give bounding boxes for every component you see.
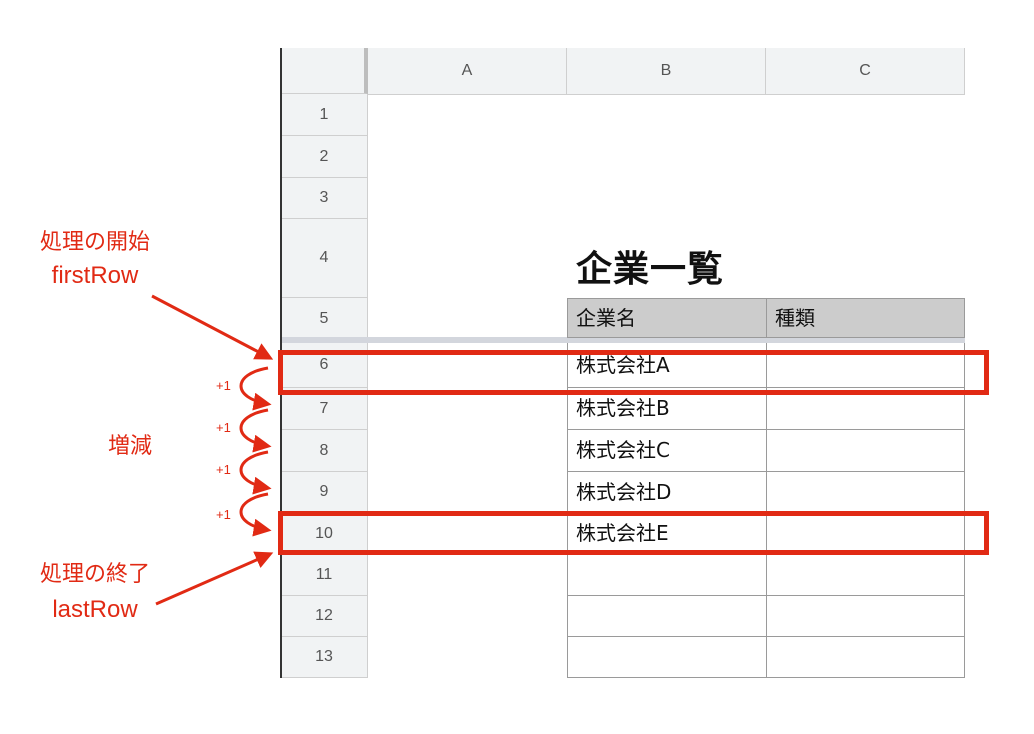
increment-label-3: +1	[216, 462, 231, 477]
frozen-row-divider[interactable]	[280, 337, 965, 343]
row-header-9[interactable]: 9	[280, 472, 368, 513]
last-row-label: lastRow	[52, 596, 138, 623]
company-cell-13[interactable]	[567, 637, 767, 678]
row-header-12[interactable]: 12	[280, 596, 368, 637]
row-header-7[interactable]: 7	[280, 388, 368, 430]
row-header-5[interactable]: 5	[280, 298, 368, 340]
select-all-corner[interactable]	[280, 48, 368, 94]
first-row-highlight	[278, 350, 989, 395]
sheet-title: 企業一覧	[576, 249, 725, 290]
company-cell-11[interactable]	[567, 555, 767, 596]
type-cell-13[interactable]	[766, 637, 965, 678]
increment-label-2: +1	[216, 420, 231, 435]
row-header-13[interactable]: 13	[280, 637, 368, 678]
row-header-bar	[280, 94, 368, 678]
company-cell-b[interactable]: 株式会社B	[567, 388, 767, 430]
type-cell-8[interactable]	[766, 430, 965, 472]
column-header-a[interactable]: A	[368, 48, 567, 94]
start-label: 処理の開始	[39, 230, 150, 255]
step-label: 増減	[108, 434, 153, 459]
column-header-bar	[368, 48, 965, 95]
row-header-4[interactable]: 4	[280, 219, 368, 298]
type-cell-9[interactable]	[766, 472, 965, 513]
increment-label-1: +1	[216, 378, 231, 393]
type-cell-6[interactable]	[766, 343, 965, 388]
row-header-8[interactable]: 8	[280, 430, 368, 472]
end-label: 処理の終了	[39, 562, 150, 587]
column-header-b[interactable]: B	[567, 48, 766, 94]
row-header-1[interactable]: 1	[280, 94, 368, 136]
row-header-2[interactable]: 2	[280, 136, 368, 178]
column-header-c[interactable]: C	[766, 48, 965, 94]
company-cell-12[interactable]	[567, 596, 767, 637]
start-arrow	[151, 294, 274, 360]
table-header-company-name[interactable]: 企業名	[567, 298, 767, 338]
type-cell-7[interactable]	[766, 388, 965, 430]
row-header-6[interactable]: 6	[280, 343, 368, 388]
increment-label-4: +1	[216, 507, 231, 522]
table-header-type[interactable]: 種類	[766, 298, 965, 338]
company-cell-c[interactable]: 株式会社C	[567, 430, 767, 472]
first-row-label: firstRow	[51, 262, 139, 289]
increment-arrow-2	[239, 408, 272, 453]
increment-arrow-3	[239, 450, 272, 495]
spreadsheet: A B C 1 2 3 4 5 6 7 8 9 10 11 12 13 企業一覧…	[280, 48, 965, 678]
company-cell-d[interactable]: 株式会社D	[567, 472, 767, 513]
row-header-11[interactable]: 11	[280, 555, 368, 596]
row-header-3[interactable]: 3	[280, 178, 368, 219]
type-cell-12[interactable]	[766, 596, 965, 637]
last-row-highlight	[278, 511, 989, 555]
increment-arrow-1	[239, 366, 272, 411]
increment-arrow-4	[239, 492, 272, 537]
type-cell-11[interactable]	[766, 555, 965, 596]
